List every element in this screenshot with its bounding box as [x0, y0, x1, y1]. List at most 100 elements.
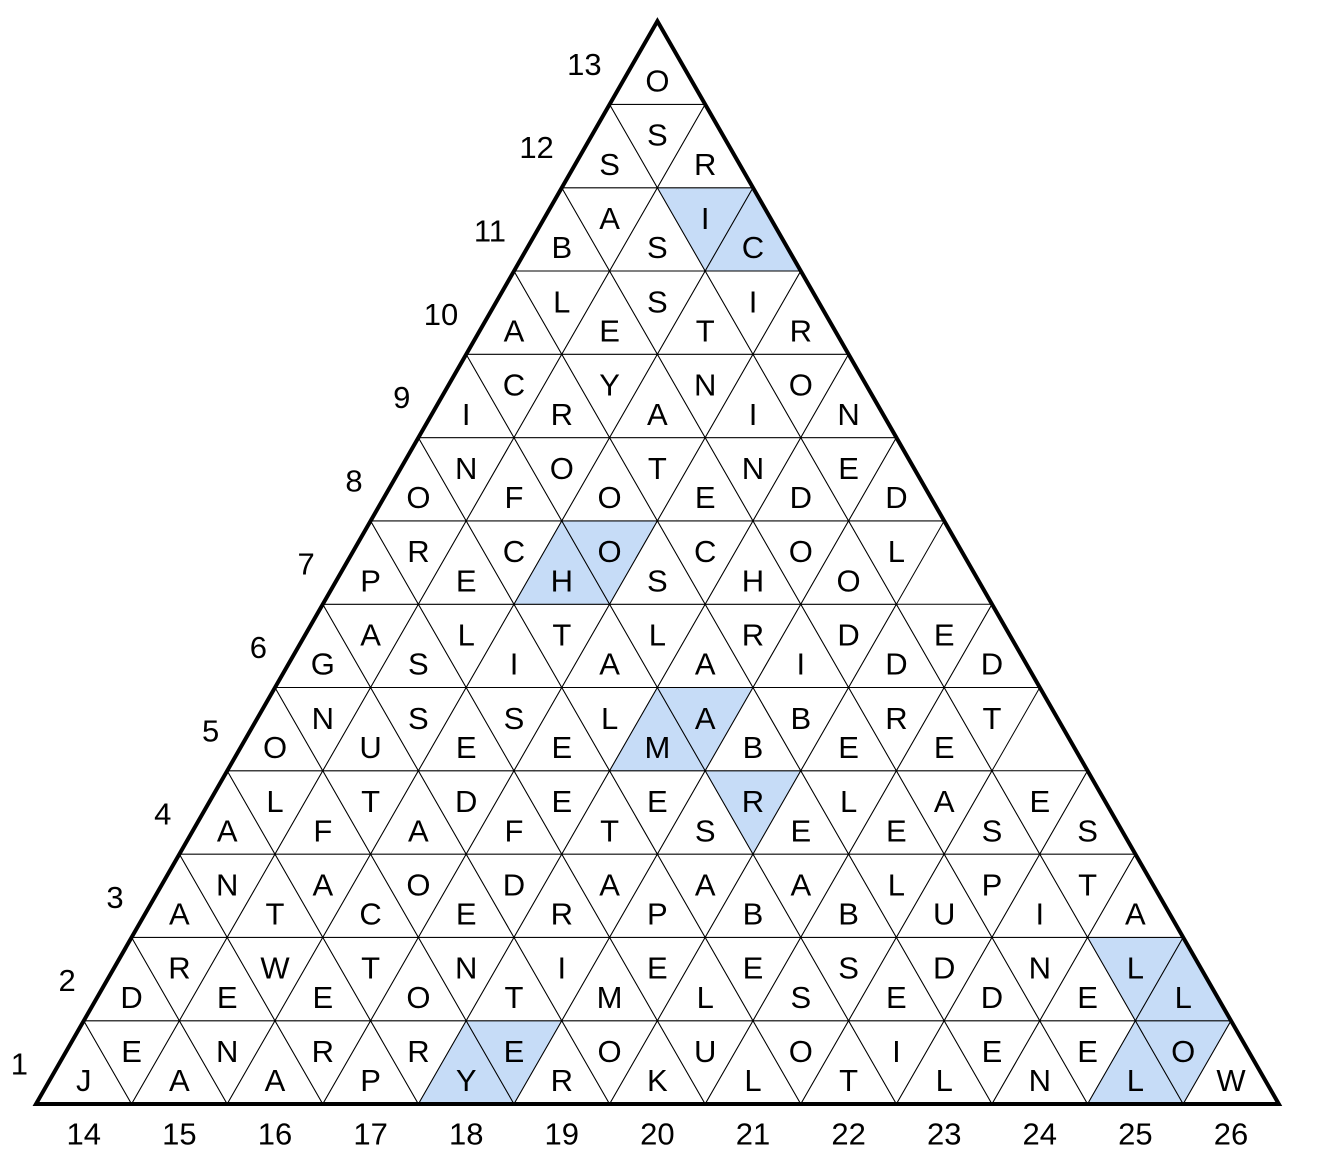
cell-letter: A	[1125, 897, 1146, 932]
cell-letter: C	[359, 897, 381, 932]
cell-letter: A	[408, 813, 429, 848]
cell-letter: U	[694, 1034, 716, 1069]
row-label: 1	[11, 1047, 28, 1082]
cell-letter: E	[647, 951, 668, 986]
cell-letter: A	[599, 647, 620, 682]
cell-letter: A	[504, 313, 525, 348]
cell-letter: S	[838, 951, 859, 986]
cell-letter: B	[838, 897, 859, 932]
cell-letter: I	[796, 647, 805, 682]
cell-letter: M	[597, 980, 623, 1015]
cell-letter: L	[553, 284, 570, 319]
cell-letter: F	[313, 813, 332, 848]
cell-letter: I	[892, 1034, 901, 1069]
cell-letter: D	[120, 980, 142, 1015]
cell-letter: I	[462, 397, 471, 432]
cell-letter: D	[455, 784, 477, 819]
column-label: 20	[640, 1117, 674, 1152]
cell-letter: O	[406, 980, 430, 1015]
cell-letter: S	[647, 284, 668, 319]
cell-letter: R	[551, 397, 573, 432]
cell-letter: S	[408, 701, 429, 736]
cell-letter: R	[407, 1034, 429, 1069]
puzzle-outline	[32, 17, 1283, 1106]
column-label: 18	[449, 1117, 483, 1152]
cell-letter: N	[694, 368, 716, 403]
cell-letter: O	[598, 1034, 622, 1069]
cell-letter: L	[601, 701, 618, 736]
column-label: 22	[831, 1117, 865, 1152]
cell-letter: R	[742, 784, 764, 819]
row-label: 7	[298, 547, 315, 582]
column-label: 17	[353, 1117, 387, 1152]
cell-letter: N	[312, 701, 334, 736]
row-label: 13	[567, 47, 601, 82]
cell-letter: E	[886, 813, 907, 848]
row-label: 9	[393, 380, 410, 415]
cell-letter: D	[933, 951, 955, 986]
cell-letter: P	[647, 897, 668, 932]
row-label: 11	[474, 214, 506, 249]
cell-letter: R	[551, 1063, 573, 1098]
row-label: 6	[250, 630, 267, 665]
cell-letter: E	[551, 730, 572, 765]
cell-letter: L	[1175, 980, 1192, 1015]
cell-letter: B	[743, 897, 764, 932]
puzzle-grid: JEANARPRYEROKULOTILENELOWDREWETONTIMELES…	[35, 20, 1280, 1106]
cell-letter: R	[742, 618, 764, 653]
cell-letter: T	[600, 813, 619, 848]
cell-letter: T	[983, 701, 1002, 736]
cell-letter: A	[169, 1063, 190, 1098]
column-label: 21	[736, 1117, 770, 1152]
cell-letter: A	[647, 397, 668, 432]
row-label: 8	[345, 463, 362, 498]
cell-letter: U	[359, 730, 381, 765]
cell-letter: E	[647, 784, 668, 819]
cell-letter: E	[456, 897, 477, 932]
cell-letter: E	[1029, 784, 1050, 819]
cell-letter: L	[840, 784, 857, 819]
cell-letter: E	[312, 980, 333, 1015]
cell-letter: I	[557, 951, 566, 986]
cell-letter: F	[505, 813, 524, 848]
cell-letter: A	[312, 867, 333, 902]
cell-letter: B	[743, 730, 764, 765]
column-label: 15	[162, 1117, 196, 1152]
cell-letter: R	[312, 1034, 334, 1069]
cell-letter: E	[217, 980, 238, 1015]
cell-letter: P	[360, 563, 381, 598]
cell-letter: I	[1035, 897, 1044, 932]
cell-letter: S	[695, 813, 716, 848]
cell-letter: L	[888, 534, 905, 569]
cell-letter: I	[749, 284, 758, 319]
cell-letter: E	[599, 313, 620, 348]
cell-letter: O	[789, 368, 813, 403]
cell-letter: R	[885, 701, 907, 736]
cell-letter: S	[647, 118, 668, 153]
cell-letter: A	[934, 784, 955, 819]
cell-letter: O	[645, 64, 669, 99]
cell-letter: A	[169, 897, 190, 932]
cell-letter: E	[982, 1034, 1003, 1069]
cell-letter: L	[936, 1063, 953, 1098]
cell-letter: D	[885, 647, 907, 682]
cell-letter: W	[1216, 1063, 1246, 1098]
cell-letter: H	[551, 563, 573, 598]
row-label: 12	[519, 130, 553, 165]
cell-letter: T	[839, 1063, 858, 1098]
cell-letter: L	[697, 980, 714, 1015]
cell-letter: A	[265, 1063, 286, 1098]
cell-letter: L	[1127, 1063, 1144, 1098]
cell-letter: A	[360, 618, 381, 653]
cell-letter: O	[263, 730, 287, 765]
column-label: 19	[545, 1117, 579, 1152]
cell-letter: C	[694, 534, 716, 569]
cell-letter: D	[503, 867, 525, 902]
column-label: 14	[67, 1117, 101, 1152]
cell-letter: E	[886, 980, 907, 1015]
cell-letter: E	[1077, 980, 1098, 1015]
cell-letter: S	[647, 563, 668, 598]
column-label: 26	[1214, 1117, 1248, 1152]
cell-letter: O	[598, 480, 622, 515]
row-label: 4	[154, 797, 171, 832]
